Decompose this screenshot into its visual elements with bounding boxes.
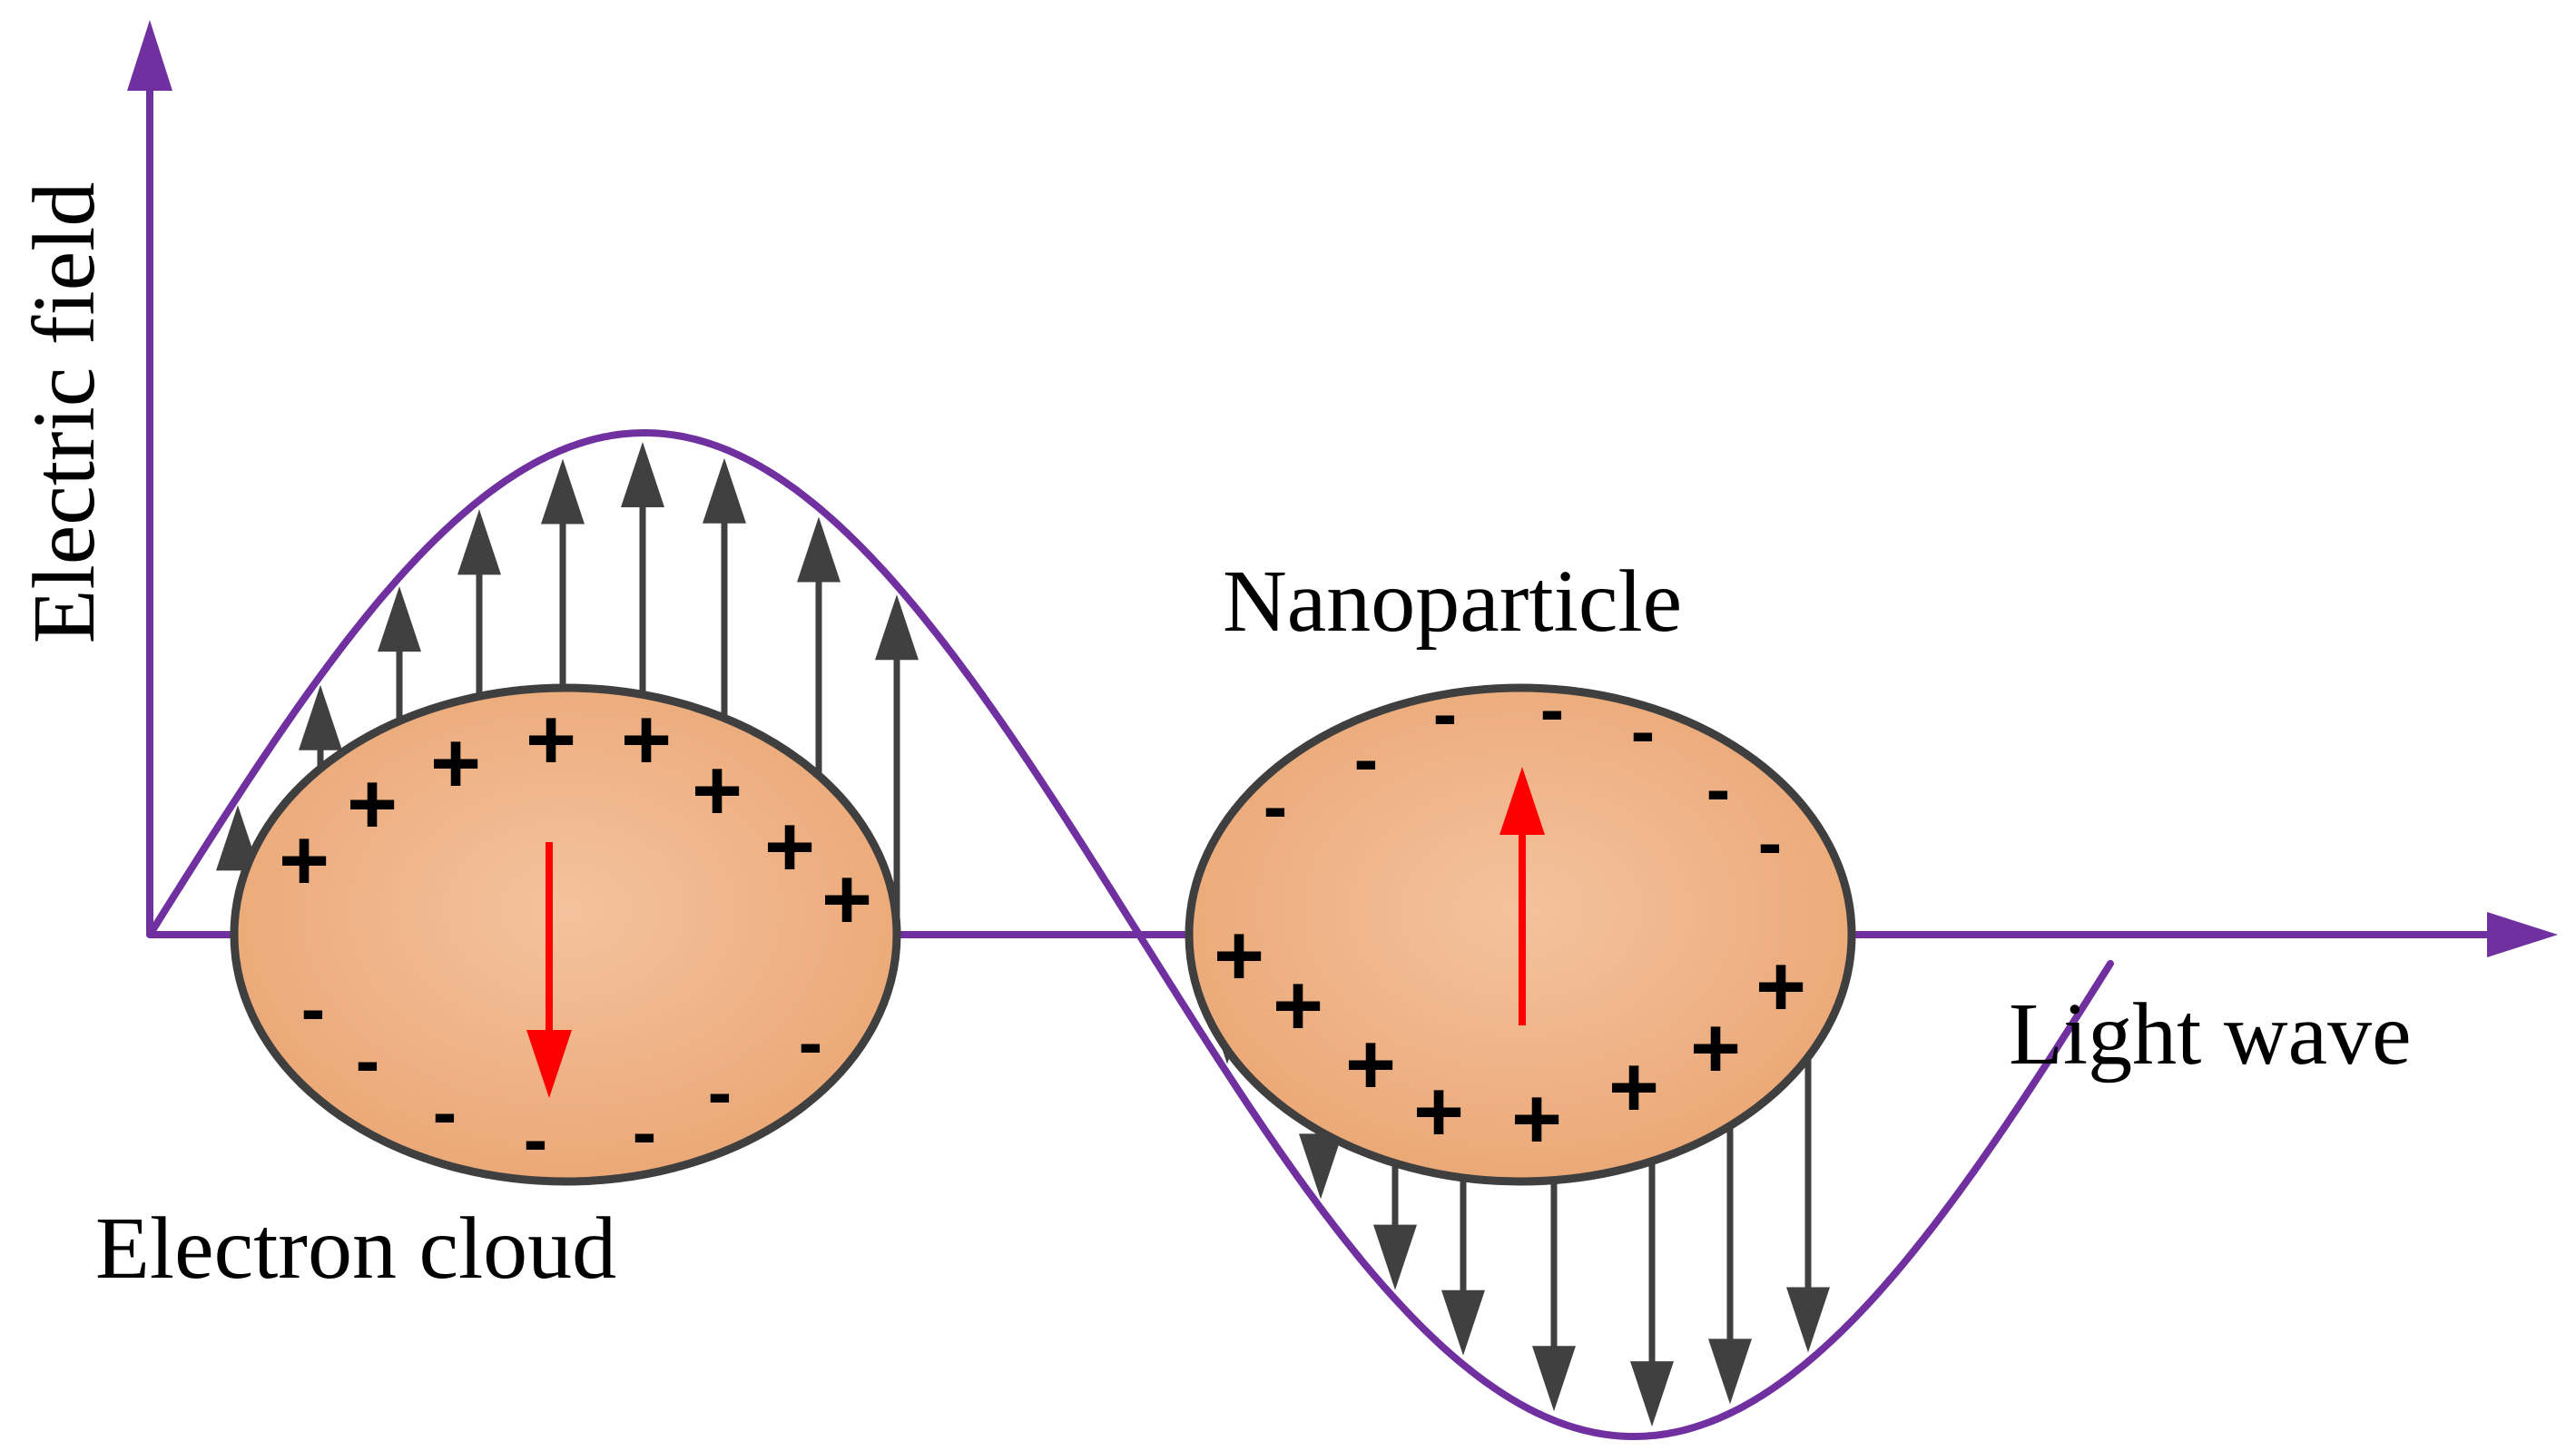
field-arrow-down — [1708, 1107, 1752, 1405]
field-arrowhead — [1299, 1133, 1342, 1200]
nanoparticle-label: Nanoparticle — [1223, 553, 1682, 651]
field-arrow-down — [1532, 1162, 1576, 1412]
y-axis-label: Electric field — [15, 182, 113, 644]
field-arrow-up — [457, 509, 501, 715]
positive-charge: + — [1690, 999, 1741, 1096]
positive-charge: + — [279, 811, 329, 908]
negative-charge: - — [708, 1052, 732, 1132]
negative-charge: - — [1758, 802, 1783, 883]
field-arrowhead — [621, 442, 664, 508]
field-arrowhead — [378, 586, 421, 652]
positive-charge: + — [430, 714, 481, 811]
negative-charge: - — [1631, 691, 1656, 771]
field-arrowhead — [875, 594, 919, 661]
negative-charge: - — [1433, 673, 1458, 754]
positive-charge: + — [1413, 1063, 1464, 1160]
field-arrow-down — [1786, 1044, 1830, 1353]
dipole-arrowhead — [526, 1030, 572, 1098]
field-arrowhead — [797, 516, 841, 583]
field-arrowhead — [1786, 1287, 1830, 1353]
positive-charge: + — [1608, 1038, 1659, 1135]
field-arrow-up — [541, 458, 585, 707]
light-wave-curve — [146, 429, 2114, 1440]
field-arrow-up — [797, 516, 841, 794]
negative-charge: - — [1706, 749, 1731, 829]
nanoparticle: -------++++++++ — [1185, 669, 1856, 1186]
field-arrowhead — [299, 684, 342, 750]
positive-charge: + — [347, 755, 398, 852]
negative-charge: - — [524, 1099, 548, 1180]
field-arrow-down — [1630, 1142, 1674, 1427]
electron-cloud-label: Electron cloud — [95, 1200, 616, 1298]
particle-body — [230, 683, 901, 1186]
field-arrow-up — [703, 457, 746, 737]
negative-charge: - — [356, 1020, 380, 1101]
negative-charge: - — [301, 968, 326, 1049]
positive-charge: + — [1345, 1015, 1396, 1113]
field-arrowhead — [1532, 1346, 1576, 1412]
field-arrow-down — [1441, 1159, 1485, 1356]
field-arrowhead — [541, 458, 585, 525]
negative-charge: - — [799, 1002, 823, 1083]
positive-charge: + — [764, 798, 815, 895]
x-axis-label: Light wave — [2009, 985, 2412, 1083]
field-arrow-up — [621, 442, 664, 713]
negative-charge: - — [433, 1072, 457, 1152]
field-arrowhead — [703, 457, 746, 524]
negative-charge: - — [633, 1092, 657, 1172]
right-charges: -------++++++++ — [1214, 669, 1806, 1167]
field-arrows — [216, 442, 1830, 1427]
field-arrowhead — [457, 509, 501, 575]
field-arrowhead — [1373, 1224, 1417, 1290]
left-charges: ++++++++------- — [279, 691, 872, 1180]
y-axis-arrowhead — [127, 20, 172, 91]
field-arrowhead — [1441, 1289, 1485, 1356]
field-arrowhead — [1630, 1361, 1674, 1427]
positive-charge: + — [621, 691, 672, 788]
electron-cloud-particle: ++++++++------- — [230, 683, 901, 1186]
positive-charge: + — [1214, 907, 1264, 1004]
positive-charge: + — [1273, 956, 1323, 1054]
field-arrowhead — [1708, 1338, 1752, 1405]
positive-charge: + — [526, 691, 576, 788]
positive-charge: + — [692, 741, 742, 838]
x-axis-arrowhead — [2487, 912, 2558, 957]
positive-charge: + — [821, 850, 872, 947]
positive-charge: + — [1755, 937, 1806, 1034]
positive-charge: + — [1511, 1070, 1562, 1167]
negative-charge: - — [1263, 766, 1288, 847]
dipole-arrowhead — [1499, 767, 1545, 835]
negative-charge: - — [1354, 719, 1379, 799]
negative-charge: - — [1540, 669, 1565, 750]
